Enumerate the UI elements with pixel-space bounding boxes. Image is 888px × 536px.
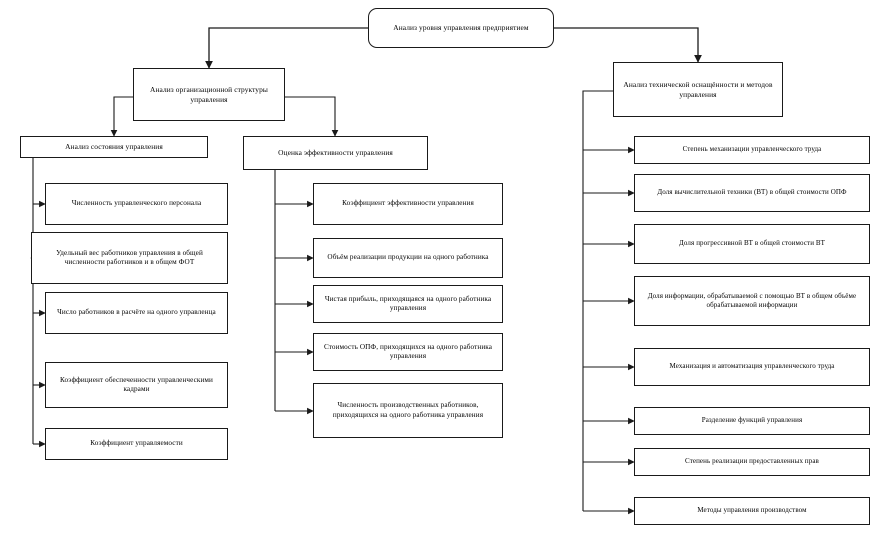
node-leaf-r1-label: Степень механизации управленческого труд…	[682, 145, 822, 154]
node-leaf-m1[interactable]: Коэффициент эффективности управления	[313, 183, 503, 225]
node-leaf-m5-label: Численность производственных работников,…	[332, 401, 484, 419]
node-leaf-r7[interactable]: Степень реализации предоставленных прав	[634, 448, 870, 476]
node-leaf-l4[interactable]: Коэффициент обеспеченности управленчески…	[45, 362, 228, 408]
node-leaf-r4[interactable]: Доля информации, обрабатываемой с помощь…	[634, 276, 870, 326]
node-leaf-m3[interactable]: Чистая прибыль, приходящаяся на одного р…	[313, 285, 503, 323]
edge-group-effectiveness-children	[274, 170, 314, 415]
node-root-analysis[interactable]: Анализ уровня управления предприятием	[368, 8, 554, 48]
node-leaf-r2[interactable]: Доля вычислительной техники (ВТ) в общей…	[634, 174, 870, 212]
node-root-label: Анализ уровня управления предприятием	[393, 23, 529, 33]
node-management-state-label: Анализ состояния управления	[65, 142, 163, 152]
node-leaf-l3-label: Число работников в расчёте на одного упр…	[57, 308, 216, 317]
edge-group-tech-children	[582, 90, 635, 515]
node-org-structure[interactable]: Анализ организационной структуры управле…	[133, 68, 285, 121]
node-leaf-m5[interactable]: Численность производственных работников,…	[313, 383, 503, 438]
node-leaf-l1[interactable]: Численность управленческого персонала	[45, 183, 228, 225]
node-leaf-r5-label: Механизация и автоматизация управленческ…	[669, 362, 835, 371]
node-leaf-r7-label: Степень реализации предоставленных прав	[685, 457, 819, 466]
node-leaf-m4[interactable]: Стоимость ОПФ, приходящихся на одного ра…	[313, 333, 503, 371]
node-leaf-r8[interactable]: Методы управления производством	[634, 497, 870, 525]
node-tech-equipment-label: Анализ технической оснащённости и методо…	[623, 79, 773, 99]
edge-org-to-effectiveness	[285, 96, 339, 137]
node-effectiveness-assessment-label: Оценка эффективности управления	[278, 148, 393, 158]
node-leaf-l2[interactable]: Удельный вес работников управления в общ…	[31, 232, 228, 284]
node-leaf-l5-label: Коэффициент управляемости	[90, 439, 183, 448]
node-leaf-r6-label: Разделение функций управления	[701, 416, 803, 425]
node-leaf-m4-label: Стоимость ОПФ, приходящихся на одного ра…	[323, 342, 493, 361]
node-leaf-r2-label: Доля вычислительной техники (ВТ) в общей…	[657, 188, 847, 197]
node-leaf-l2-label: Удельный вес работников управления в общ…	[56, 248, 203, 267]
node-leaf-m2[interactable]: Объём реализации продукции на одного раб…	[313, 238, 503, 278]
node-leaf-r1[interactable]: Степень механизации управленческого труд…	[634, 136, 870, 164]
node-org-structure-label: Анализ организационной структуры управле…	[150, 84, 268, 104]
edge-org-to-management-state	[110, 96, 133, 137]
node-leaf-r4-label: Доля информации, обрабатываемой с помощь…	[647, 291, 857, 309]
node-leaf-l3[interactable]: Число работников в расчёте на одного упр…	[45, 292, 228, 334]
node-leaf-r6[interactable]: Разделение функций управления	[634, 407, 870, 435]
node-management-state[interactable]: Анализ состояния управления	[20, 136, 208, 158]
node-leaf-r8-label: Методы управления производством	[697, 506, 807, 515]
node-effectiveness-assessment[interactable]: Оценка эффективности управления	[243, 136, 428, 170]
edge-root-to-tech-equipment	[554, 27, 702, 63]
node-leaf-l5[interactable]: Коэффициент управляемости	[45, 428, 228, 460]
node-leaf-m2-label: Объём реализации продукции на одного раб…	[327, 253, 489, 262]
node-leaf-m1-label: Коэффициент эффективности управления	[342, 199, 474, 208]
node-leaf-r3[interactable]: Доля прогрессивной ВТ в общей стоимости …	[634, 224, 870, 264]
node-leaf-r3-label: Доля прогрессивной ВТ в общей стоимости …	[679, 239, 825, 248]
edge-root-to-org-structure	[205, 27, 368, 69]
node-leaf-l1-label: Численность управленческого персонала	[71, 199, 202, 208]
node-leaf-l4-label: Коэффициент обеспеченности управленчески…	[59, 375, 214, 394]
node-tech-equipment[interactable]: Анализ технической оснащённости и методо…	[613, 62, 783, 117]
node-leaf-r5[interactable]: Механизация и автоматизация управленческ…	[634, 348, 870, 386]
node-leaf-m3-label: Чистая прибыль, приходящаяся на одного р…	[324, 294, 492, 313]
edge-group-management-state-children	[30, 158, 46, 448]
